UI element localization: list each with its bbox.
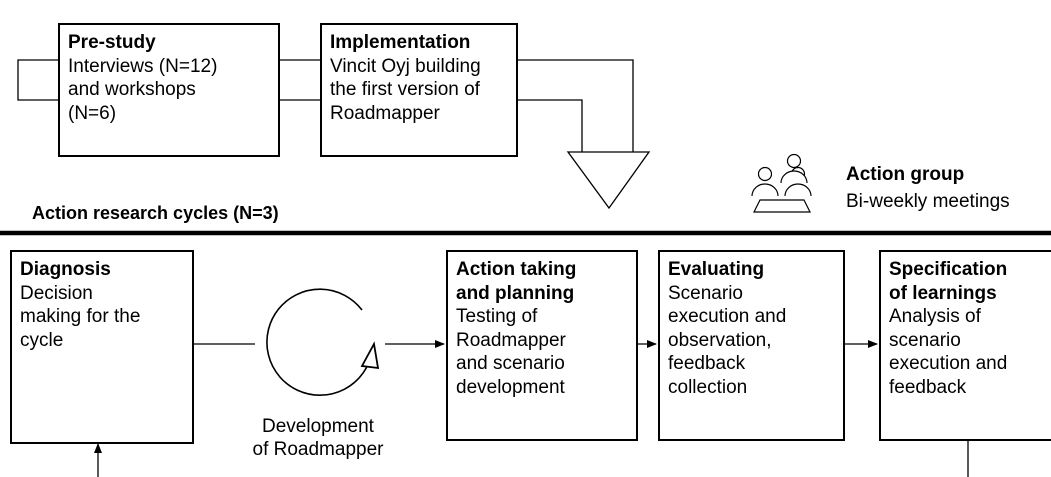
action-taking-title: Action taking and planning — [456, 259, 577, 304]
diagnosis-box: Diagnosis Decision making for the cycle — [10, 250, 194, 444]
evaluating-box: Evaluating Scenario execution and observ… — [658, 250, 845, 441]
impl-to-cycles-connector — [518, 59, 634, 155]
evaluating-body: Scenario execution and observation, feed… — [668, 282, 787, 398]
pre-study-body: Interviews (N=12) and workshops (N=6) — [68, 55, 218, 124]
action-group-title: Action group — [846, 164, 965, 185]
diagnosis-body: Decision making for the cycle — [20, 282, 141, 351]
action-taking-body: Testing of Roadmapper and scenario devel… — [456, 306, 566, 398]
impl-to-cycles-connector-2 — [518, 99, 583, 155]
pre-study-box: Pre-study Interviews (N=12) and workshop… — [58, 23, 280, 157]
action-group-subtitle: Bi-weekly meetings — [846, 191, 1010, 212]
cycle-arrow-icon — [266, 288, 380, 396]
diagnosis-title: Diagnosis — [20, 259, 111, 280]
development-label: Development of Roadmapper — [252, 416, 384, 460]
pre-study-title: Pre-study — [68, 32, 156, 53]
implementation-title: Implementation — [330, 32, 471, 53]
specification-body: Analysis of scenario execution and feedb… — [889, 306, 1008, 398]
implementation-box: Implementation Vincit Oyj building the f… — [320, 23, 518, 157]
cycles-heading: Action research cycles (N=3) — [32, 203, 279, 223]
evaluating-title: Evaluating — [668, 259, 765, 280]
meeting-people-icon — [751, 153, 812, 213]
action-taking-box: Action taking and planning Testing of Ro… — [446, 250, 638, 441]
pre-study-loop-connector — [17, 59, 58, 101]
specification-title: Specification of learnings — [889, 259, 1008, 304]
big-down-arrow — [566, 151, 651, 210]
specification-box: Specification of learnings Analysis of s… — [879, 250, 1051, 441]
implementation-body: Vincit Oyj building the first version of… — [330, 55, 481, 124]
